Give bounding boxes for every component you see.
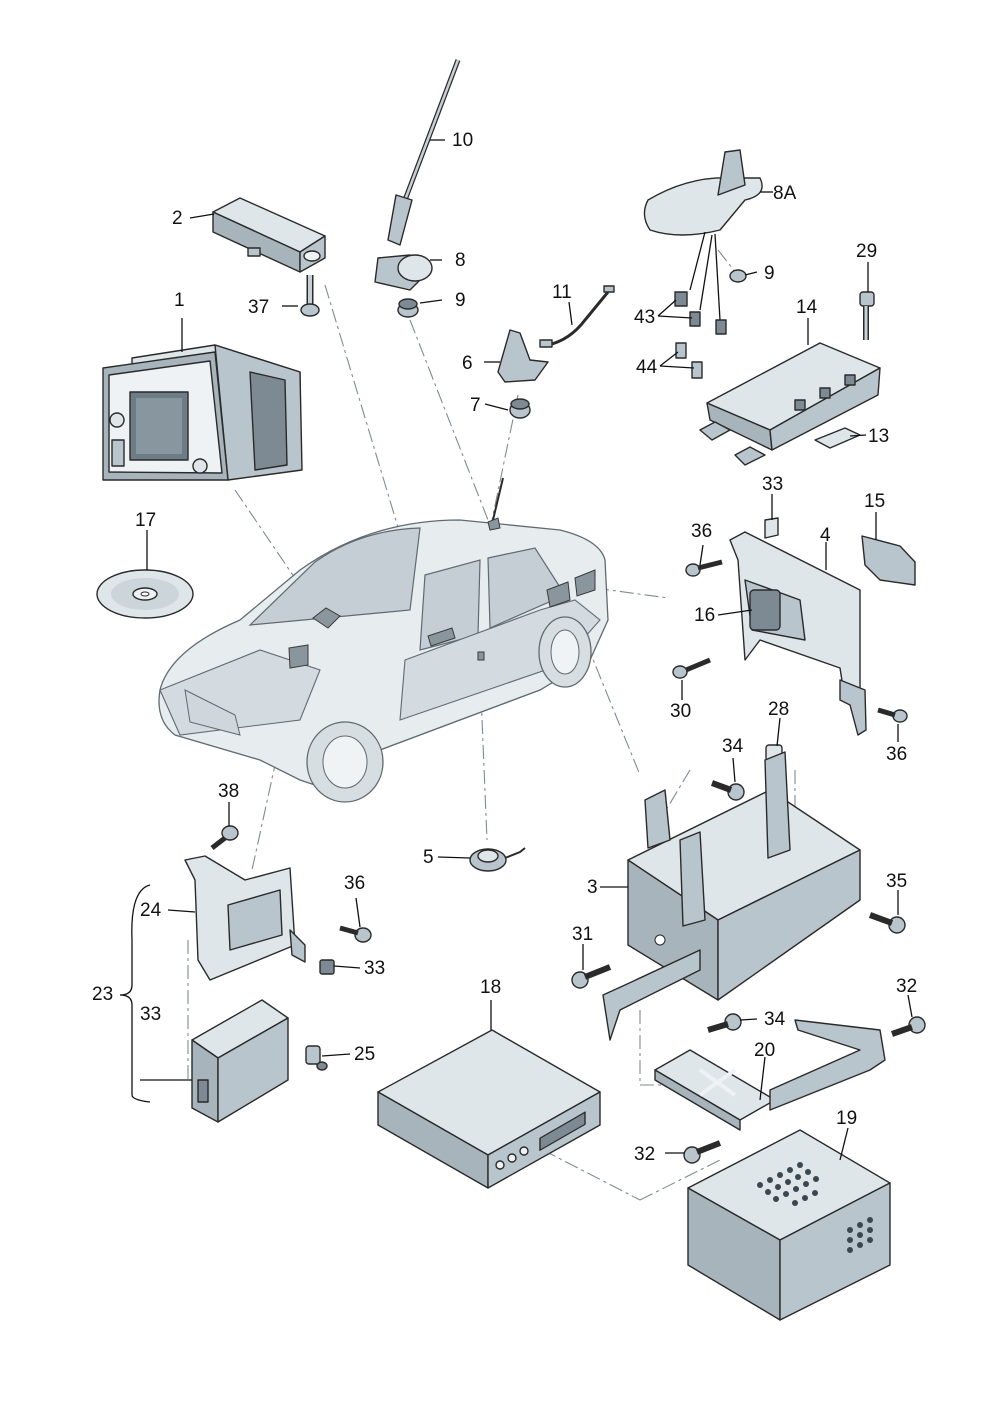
callout-5: 5 <box>423 847 434 868</box>
bolt-34-lower <box>707 1013 742 1033</box>
bolt-34-upper <box>710 780 745 801</box>
callout-33-top: 33 <box>762 474 783 495</box>
callout-29: 29 <box>856 241 877 262</box>
callout-8: 8 <box>455 250 466 271</box>
bolt-32-right <box>891 1016 926 1037</box>
callout-25: 25 <box>354 1044 375 1065</box>
screw-38 <box>210 825 239 850</box>
connector-25 <box>305 1045 328 1071</box>
callout-32-right: 32 <box>896 976 917 997</box>
callout-20: 20 <box>754 1040 775 1061</box>
callout-16: 16 <box>694 605 715 626</box>
callout-30: 30 <box>670 701 691 722</box>
callout-31: 31 <box>572 924 593 945</box>
callout-19: 19 <box>836 1108 857 1129</box>
amplifier-box <box>699 342 881 466</box>
callout-9-right: 9 <box>764 263 775 284</box>
fin-antenna <box>497 329 549 419</box>
callout-44: 44 <box>636 357 658 378</box>
bracket-24 <box>184 855 306 981</box>
callout-7: 7 <box>470 395 481 416</box>
rod-antenna <box>374 59 461 318</box>
callout-32-lower: 32 <box>634 1144 655 1165</box>
screw-36-left <box>339 925 372 943</box>
callout-38: 38 <box>218 781 239 802</box>
vehicle-illustration <box>158 477 609 803</box>
callout-34-lower: 34 <box>764 1009 786 1030</box>
callout-1: 1 <box>174 290 185 311</box>
receiver-unit-18 <box>377 1029 601 1189</box>
bolt-29 <box>859 291 875 340</box>
navigation-display-unit <box>102 344 303 481</box>
callout-14: 14 <box>796 297 818 318</box>
callout-10: 10 <box>452 130 473 151</box>
navigation-disc <box>96 569 194 619</box>
callout-18: 18 <box>480 977 501 998</box>
callout-2: 2 <box>172 208 183 229</box>
callout-28: 28 <box>768 699 789 720</box>
callout-36-upper: 36 <box>691 521 712 542</box>
bolt-31 <box>571 964 612 989</box>
callout-15: 15 <box>864 491 885 512</box>
bolt-35 <box>868 912 906 934</box>
callout-43: 43 <box>634 307 655 328</box>
carrier-frame-3 <box>602 751 861 1041</box>
screw-36-right <box>877 707 908 723</box>
callout-labels: 1 2 37 10 8 9 8A 9 11 6 7 43 44 29 14 13… <box>92 130 917 1165</box>
callout-37: 37 <box>248 297 269 318</box>
screw-36-upper <box>685 559 723 577</box>
callout-8a: 8A <box>773 183 797 204</box>
callout-3: 3 <box>587 877 598 898</box>
callout-23: 23 <box>92 984 113 1005</box>
bracket-20 <box>654 1019 886 1131</box>
label-sticker <box>814 427 861 449</box>
antenna-cable <box>539 285 615 348</box>
callout-11: 11 <box>552 282 572 303</box>
roof-antenna-8a <box>643 149 763 379</box>
callout-13: 13 <box>868 426 889 447</box>
mounting-bracket-4 <box>729 517 916 736</box>
leader-lines <box>140 139 913 1161</box>
speaker-box-19 <box>687 1129 891 1321</box>
callout-35: 35 <box>886 871 907 892</box>
callout-9-upper: 9 <box>455 290 466 311</box>
callout-36-left: 36 <box>344 873 365 894</box>
callout-6: 6 <box>462 353 473 374</box>
bracket-brace-23 <box>119 884 151 1103</box>
screw-37 <box>300 275 320 317</box>
bolt-32-lower <box>683 1140 722 1164</box>
callout-33-bracket: 33 <box>140 1004 161 1025</box>
control-module <box>212 197 326 273</box>
callout-24: 24 <box>140 900 162 921</box>
nut-33 <box>319 959 335 975</box>
callout-33-mid: 33 <box>364 958 385 979</box>
module-33 <box>191 999 289 1123</box>
callout-36-right: 36 <box>886 744 907 765</box>
callout-34-upper: 34 <box>722 736 744 757</box>
callout-4: 4 <box>820 525 831 546</box>
callout-17: 17 <box>135 510 156 531</box>
screw-30 <box>672 657 711 679</box>
sensor-5 <box>469 847 526 872</box>
